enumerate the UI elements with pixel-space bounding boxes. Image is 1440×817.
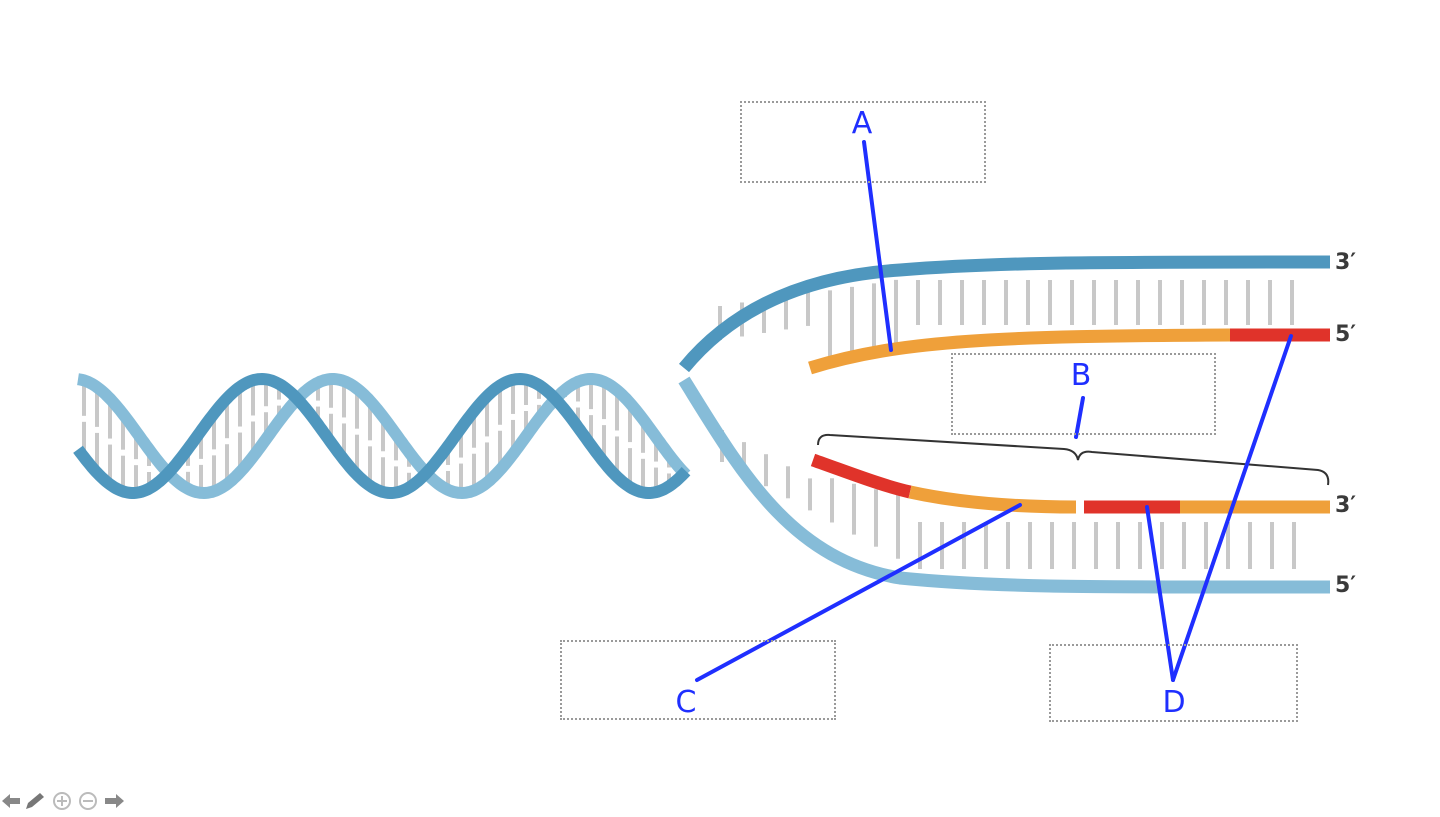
label-c: C <box>675 685 697 720</box>
label-a: A <box>851 106 873 141</box>
end-label-top-5prime: 5′ <box>1335 322 1357 347</box>
label-d: D <box>1162 685 1186 720</box>
pointer-d-2 <box>1171 334 1293 682</box>
label-box-d[interactable] <box>1049 644 1298 722</box>
helix-strand-light <box>77 373 691 500</box>
base-pair-rungs <box>82 279 1296 569</box>
label-b: B <box>1070 358 1092 393</box>
zoom-out-icon[interactable] <box>79 792 97 810</box>
forward-arrow-icon[interactable] <box>105 794 124 808</box>
okazaki-fragment-1 <box>908 485 1077 514</box>
helix-strand-dark <box>73 372 691 499</box>
end-label-bottom-5prime: 5′ <box>1335 573 1357 598</box>
pencil-icon[interactable] <box>26 793 44 809</box>
end-label-top-3prime: 3′ <box>1335 250 1357 275</box>
okazaki-bracket <box>817 433 1330 486</box>
label-box-c[interactable] <box>560 640 836 720</box>
label-box-b[interactable] <box>951 353 1216 435</box>
leading-strand <box>808 328 1231 375</box>
back-arrow-icon[interactable] <box>2 794 20 808</box>
top-parent-strand <box>678 255 1331 373</box>
zoom-in-icon[interactable] <box>53 792 71 810</box>
pointer-d-1 <box>1145 505 1175 682</box>
end-label-bottom-3prime: 3′ <box>1335 493 1357 518</box>
pointer-a <box>862 140 893 352</box>
viewer-toolbar <box>0 790 140 812</box>
pointer-c <box>695 503 1022 682</box>
label-box-a[interactable] <box>740 101 986 183</box>
lagging-primer-1 <box>810 453 912 499</box>
pointer-lines <box>695 140 1293 682</box>
pointer-b <box>1074 396 1085 439</box>
